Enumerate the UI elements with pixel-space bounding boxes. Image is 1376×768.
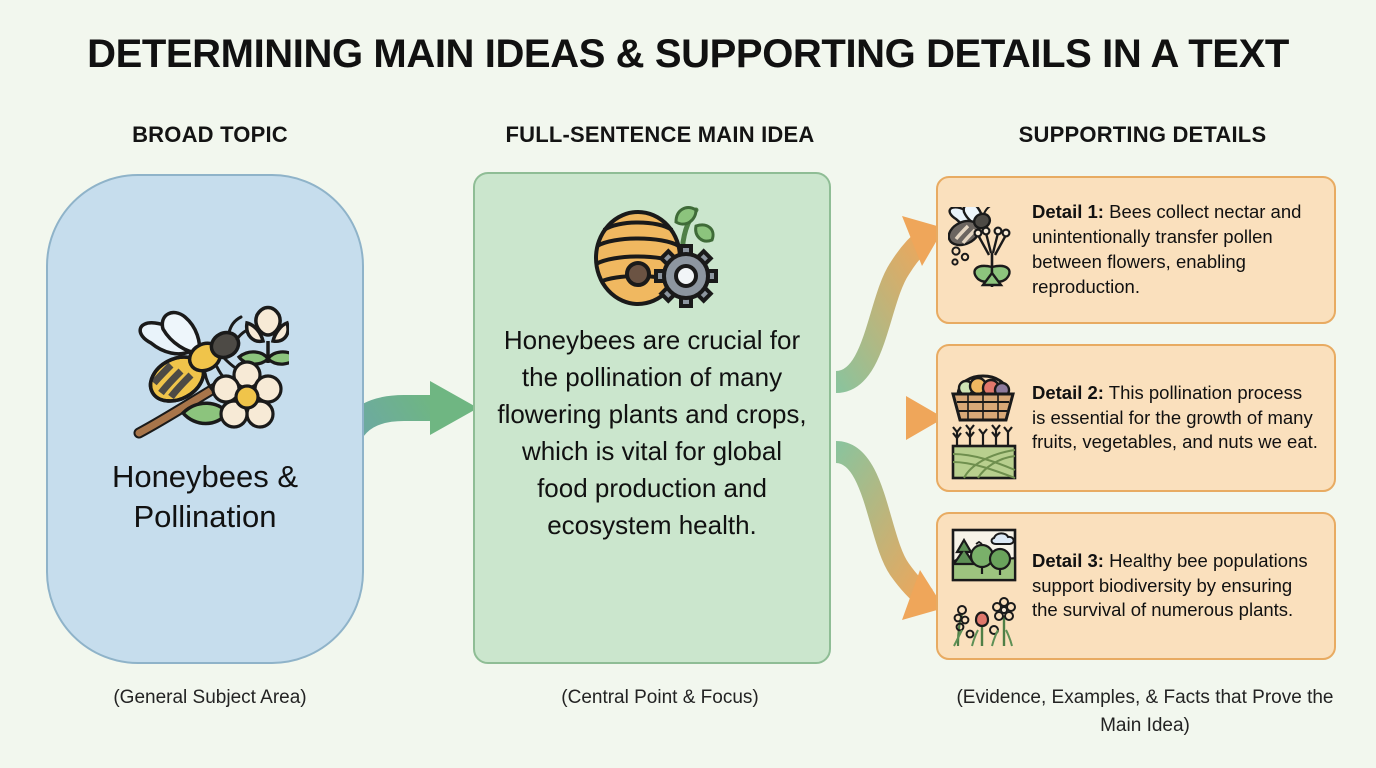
detail-label-3: Detail 3:	[1032, 549, 1104, 571]
arrow-to-detail-3	[834, 441, 944, 620]
detail-body-1: Bees collect nectar and unintentionally …	[1032, 201, 1302, 297]
caption-main-idea: (Central Point & Focus)	[561, 687, 759, 708]
fruit-basket-farm-field-icon	[948, 354, 1022, 482]
detail-label-2: Detail 2:	[1032, 381, 1104, 403]
main-idea-box: Honeybees are crucial for the pollinatio…	[473, 172, 831, 664]
broad-topic-text: Honeybees & Pollination	[111, 459, 299, 534]
column-header-supporting-details: SUPPORTING DETAILS	[1018, 122, 1267, 147]
detail-body-2: This pollination process is essential fo…	[1032, 381, 1318, 453]
arrow-to-detail-1	[834, 216, 944, 393]
supporting-detail-text-2: Detail 2: This pollination process is es…	[1032, 381, 1320, 455]
page-title: DETERMINING MAIN IDEAS & SUPPORTING DETA…	[87, 32, 1289, 76]
supporting-detail-text-3: Detail 3: Healthy bee populations suppor…	[1032, 549, 1320, 623]
caption-supporting-details: (Evidence, Examples, & Facts that Prove …	[956, 687, 1334, 736]
detail-label-1: Detail 1:	[1032, 201, 1104, 223]
main-idea-text: Honeybees are crucial for the pollinatio…	[497, 325, 807, 540]
arrow-to-detail-2	[836, 396, 944, 440]
column-header-main-idea: FULL-SENTENCE MAIN IDEA	[505, 122, 815, 147]
broad-topic-box: Honeybees & Pollination	[46, 174, 364, 664]
beehive-gear-sprout-icon	[584, 196, 720, 312]
supporting-detail-text-1: Detail 1: Bees collect nectar and uninte…	[1032, 200, 1320, 299]
column-header-broad-topic: BROAD TOPIC	[132, 122, 288, 147]
detail-body-3: Healthy bee populations support biodiver…	[1032, 549, 1308, 621]
caption-broad-topic: (General Subject Area)	[113, 687, 307, 708]
bee-and-flower-icon	[121, 301, 289, 441]
supporting-detail-card-2: Detail 2: This pollination process is es…	[936, 344, 1336, 492]
supporting-detail-card-1: Detail 1: Bees collect nectar and uninte…	[936, 176, 1336, 324]
forest-wildflowers-icon	[948, 522, 1022, 650]
bee-pollen-flower-icon	[948, 207, 1022, 293]
supporting-detail-card-3: Detail 3: Healthy bee populations suppor…	[936, 512, 1336, 660]
